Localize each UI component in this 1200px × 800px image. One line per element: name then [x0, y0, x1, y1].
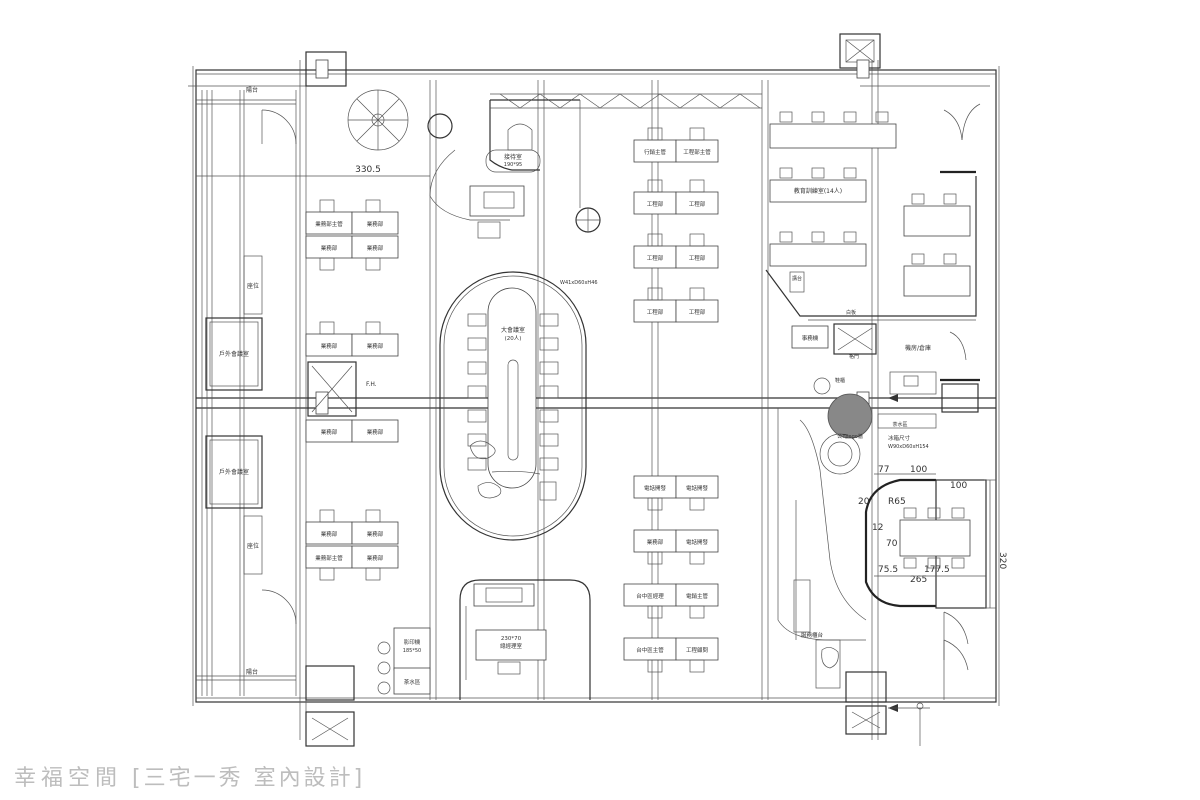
desk-taipei-manager: 台中區經理 [636, 592, 664, 600]
manager-desk-size: 230*70 [501, 636, 522, 642]
balcony-left [196, 90, 297, 696]
watermark-brand: 幸福空間 [14, 766, 123, 791]
dim-20: 20 [858, 497, 870, 507]
desk-sales-5: 業務部 [367, 342, 384, 350]
desk-eng-6: 工程部 [689, 308, 706, 316]
desk-eng-4: 工程部 [689, 254, 706, 262]
sales-desk-cluster-upper [305, 199, 399, 357]
desk-admin-manager: 行銷主管 [644, 148, 667, 156]
dim-100-top: 100 [910, 465, 927, 475]
pantry-area [791, 325, 980, 746]
dim-100-side: 100 [950, 481, 967, 491]
manager-office [459, 579, 591, 700]
reception-size-label: 190*95 [504, 162, 522, 168]
dim-177-5: 177.5 [924, 565, 950, 575]
watermark: 幸福空間 [三宅一秀 室內設計] [14, 760, 365, 792]
glass-partition-truss [490, 93, 762, 109]
desk-eng-2: 工程部 [689, 200, 706, 208]
reception-counter [777, 408, 969, 700]
whiteboard-label: 白板 [846, 309, 856, 316]
phone-sales-desk-cluster [623, 475, 719, 673]
big-meeting-label: 大會議室 [501, 326, 525, 334]
tea-area-label: 茶水區 [404, 678, 421, 686]
printer-tea-area [377, 627, 431, 695]
desk-sales-2: 業務部 [321, 244, 338, 252]
printer-size-label: 185*50 [403, 648, 421, 654]
big-meeting-size: W41xD60xH46 [560, 280, 598, 286]
desk-taipei-director: 台中區主管 [636, 646, 664, 654]
outer-walls [188, 66, 1000, 706]
desk-phone-3: 電話開發 [686, 538, 709, 546]
reception-label: 接待室 [504, 153, 522, 161]
desk-eng-consultant: 工程顧問 [686, 646, 709, 654]
desk-sales-10: 業務部 [367, 554, 384, 562]
desk-eng-3: 工程部 [647, 254, 664, 262]
desk-eng-manager: 工程部主管 [683, 148, 711, 156]
desk-phone-1: 電話開發 [644, 484, 667, 492]
training-room [765, 103, 981, 321]
grid-lines [196, 60, 879, 740]
desk-sales-11: 業務部 [647, 538, 664, 546]
logo-wall-area [813, 377, 937, 475]
balcony-top-label: 陽台 [246, 86, 258, 94]
desk-eng-5: 工程部 [647, 308, 664, 316]
fh-label: F.H. [366, 381, 377, 388]
big-meeting-room [439, 271, 587, 541]
sales-desk-cluster-lower [305, 419, 399, 581]
dim-12: 12 [872, 523, 883, 533]
logo-wall-label: 公司logo牆 [837, 433, 863, 440]
seat-lower-label: 座位 [247, 542, 259, 550]
fridge-label: 冰箱尺寸 [888, 434, 911, 442]
dim-r65: R65 [888, 497, 906, 507]
desk-sales-9: 業務部 [367, 530, 384, 538]
desk-sales-3: 業務部 [367, 244, 384, 252]
door-label: 格門 [849, 353, 859, 360]
desk-sales-7: 業務部 [367, 428, 384, 436]
reception-area [347, 89, 601, 239]
dim-265: 265 [910, 575, 927, 585]
desk-sales-6: 業務部 [321, 428, 338, 436]
counter-label: 服務櫃台 [801, 631, 824, 639]
balcony-bottom-label: 陽台 [246, 668, 258, 676]
outdoor-meeting-lower-label: 戶外會議室 [219, 468, 249, 476]
dim-330-5: 330.5 [355, 165, 381, 175]
pantry-label: 機房/倉庫 [905, 344, 931, 352]
watermark-studio: [三宅一秀 室內設計] [132, 766, 366, 791]
desk-eng-1: 工程部 [647, 200, 664, 208]
big-meeting-capacity: (20人) [505, 335, 522, 342]
desk-phone-2: 電話開發 [686, 484, 709, 492]
printer-label: 影印機 [404, 638, 421, 646]
desk-sales-8: 業務部 [321, 530, 338, 538]
desk-sales-manager-1: 業務部主管 [315, 220, 343, 228]
lectern-label: 講台 [792, 275, 802, 282]
dim-70: 70 [886, 539, 898, 549]
seat-upper-label: 座位 [247, 282, 259, 290]
desk-sales-4: 業務部 [321, 342, 338, 350]
engineering-desk-cluster [633, 127, 719, 323]
dimension-lines [874, 473, 996, 609]
dim-320: 320 [997, 552, 1007, 569]
dim-77: 77 [878, 465, 889, 475]
fridge-size-label: W90xD60xH154 [888, 444, 929, 450]
tea-area-right-label: 茶水區 [892, 421, 907, 428]
outdoor-meeting-upper-label: 戶外會議室 [219, 350, 249, 358]
desk-sales-manager-2: 業務部主管 [315, 554, 343, 562]
training-room-label: 教育訓練室(14人) [794, 187, 842, 195]
dim-75-5: 75.5 [878, 565, 898, 575]
shoe-cabinet-label: 鞋櫃 [835, 377, 845, 384]
manager-office-label: 總經理室 [500, 642, 523, 650]
office-machine-label: 事務機 [802, 334, 819, 342]
desk-sales-1: 業務部 [367, 220, 384, 228]
desk-phone-manager: 電銷主管 [686, 592, 709, 600]
